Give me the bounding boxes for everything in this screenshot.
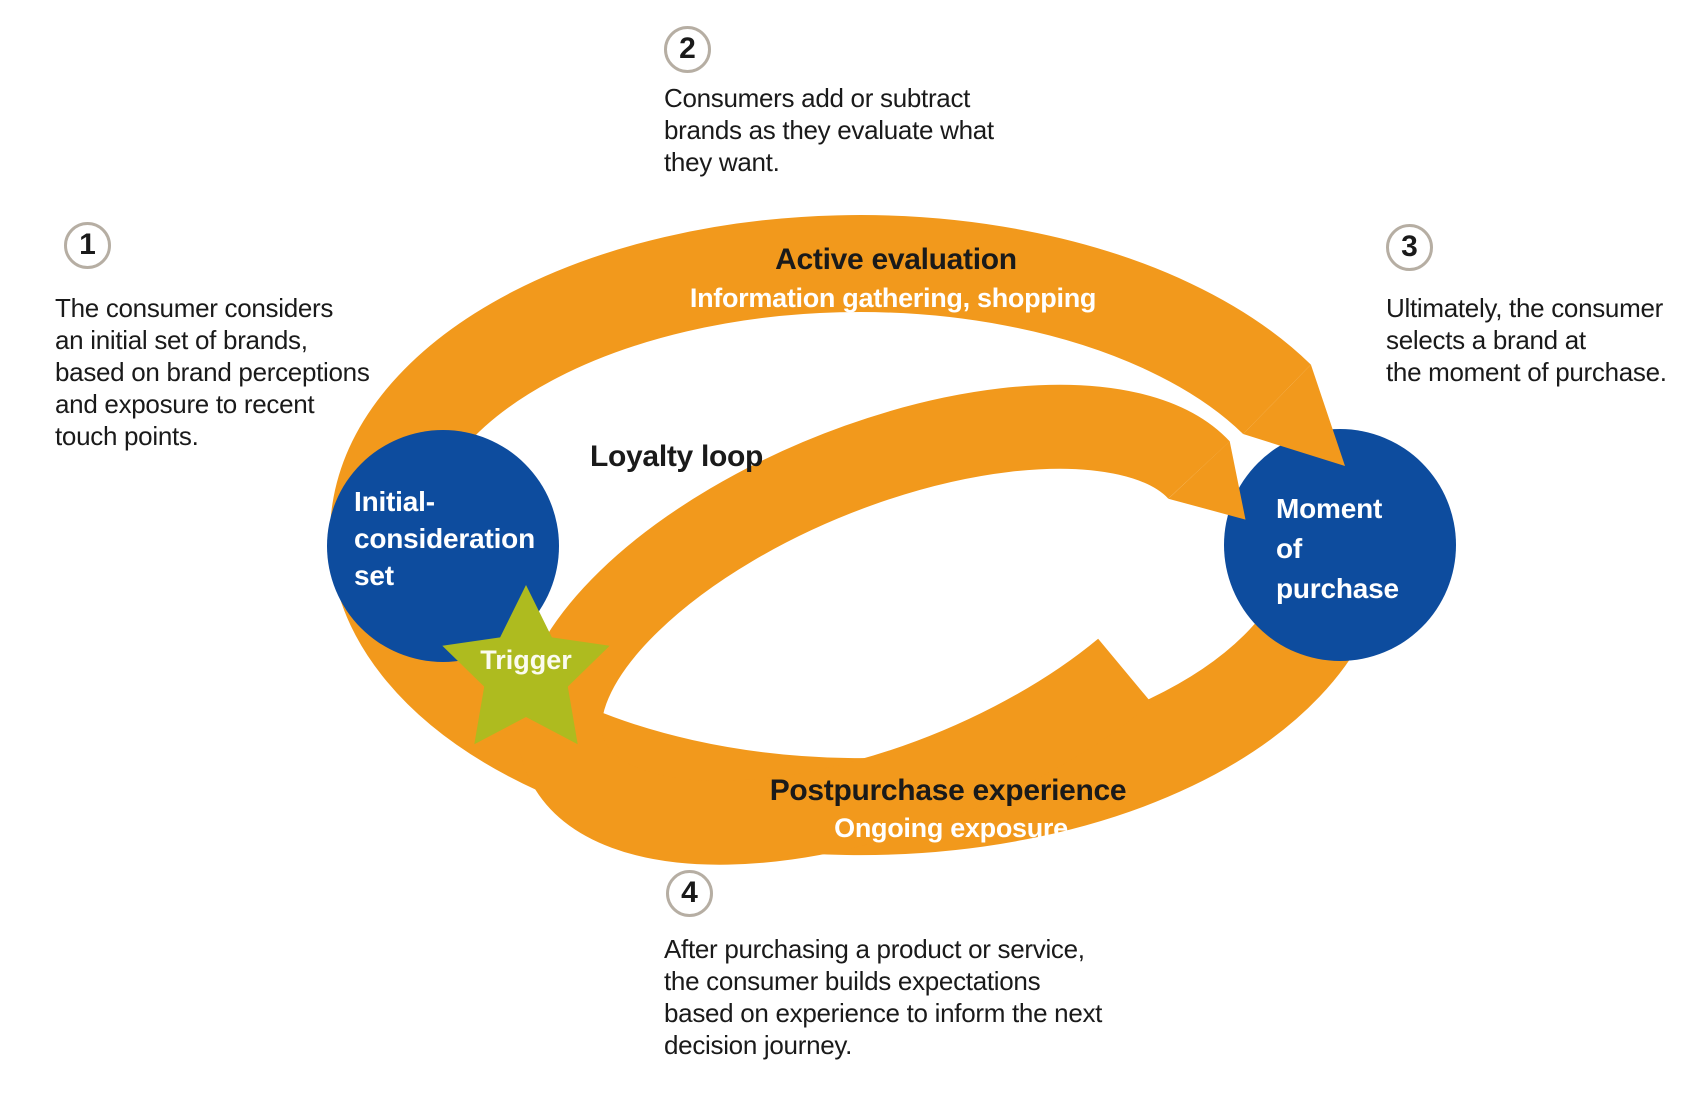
step-4-badge: 4	[666, 870, 713, 917]
step-3-badge: 3	[1386, 224, 1433, 271]
step-1-caption: The consumer considers an initial set of…	[55, 293, 370, 451]
step-2-caption: Consumers add or subtract brands as they…	[664, 83, 994, 177]
initial-consideration-node-circle	[327, 430, 559, 662]
active-evaluation-label: Active evaluation	[775, 243, 1017, 276]
moment-of-purchase-node-label: Moment of purchase	[1276, 493, 1399, 604]
outer-loop-arrowhead-icon	[1243, 364, 1345, 466]
ongoing-exposure-label: Ongoing exposure	[834, 813, 1068, 843]
trigger-star-icon	[442, 585, 610, 745]
postpurchase-experience-label: Postpurchase experience	[769, 774, 1127, 807]
initial-consideration-node-label: Initial- consideration set	[354, 486, 535, 591]
moment-of-purchase-node-circle	[1224, 429, 1456, 661]
trigger-label: Trigger	[480, 645, 572, 675]
information-gathering-label: Information gathering, shopping	[689, 283, 1097, 313]
loyalty-loop-label: Loyalty loop	[590, 440, 764, 473]
loyalty-loop-arrowhead-icon	[1168, 441, 1246, 520]
step-1-badge: 1	[64, 222, 111, 269]
step-2-badge: 2	[664, 26, 711, 73]
step-3-caption: Ultimately, the consumer selects a brand…	[1386, 293, 1667, 387]
step-4-caption: After purchasing a product or service, t…	[664, 934, 1103, 1060]
